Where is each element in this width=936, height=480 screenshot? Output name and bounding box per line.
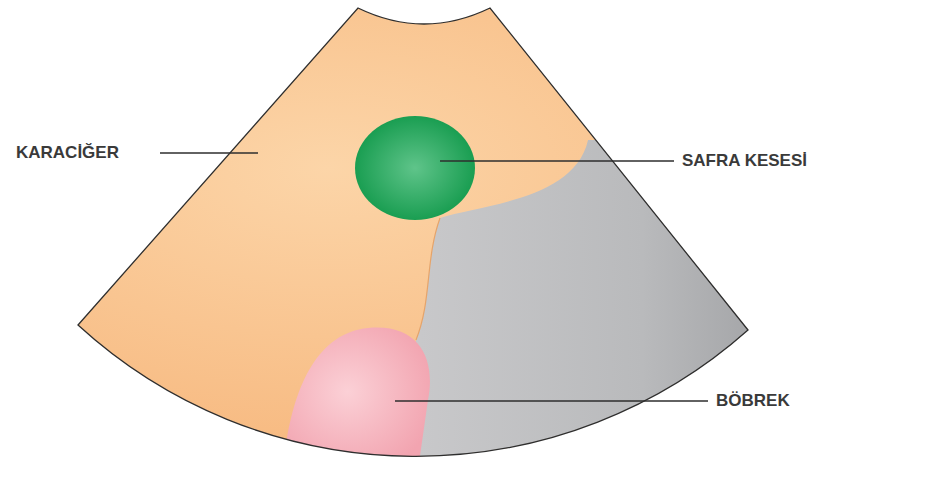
- organ-label: KARACİĞER: [16, 143, 119, 163]
- leader-line: [440, 160, 674, 161]
- sector-outline: [78, 8, 748, 456]
- organ-label: BÖBREK: [716, 391, 790, 411]
- leader-line: [395, 400, 708, 401]
- liver-edge: [416, 218, 440, 340]
- gallbladder: [355, 116, 475, 220]
- organ-label: SAFRA KESESİ: [682, 151, 807, 171]
- leader-line: [160, 152, 258, 153]
- kidney: [280, 328, 430, 470]
